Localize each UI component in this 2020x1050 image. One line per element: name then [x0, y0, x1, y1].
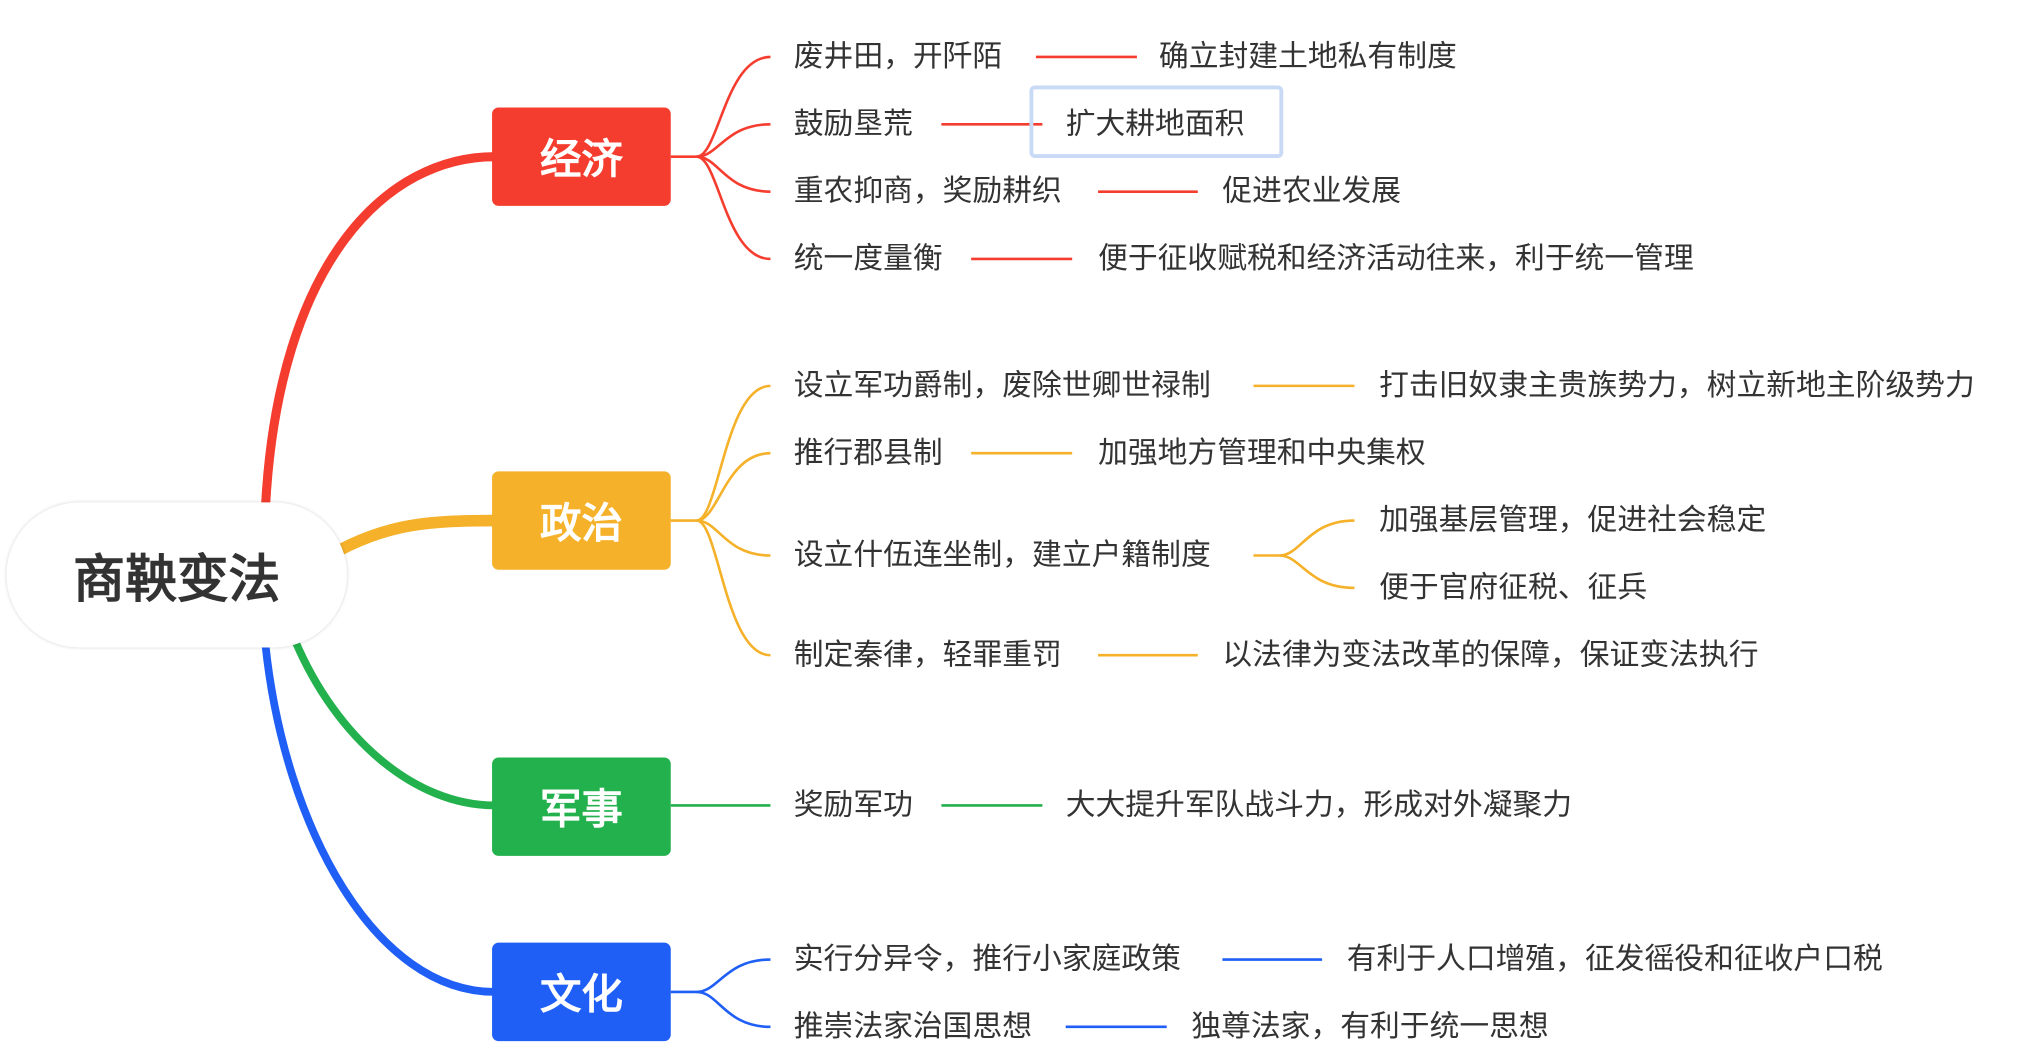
result-node[interactable]: 大大提升军队战斗力，形成对外凝聚力	[1065, 788, 1573, 823]
branch-line-military	[291, 639, 495, 810]
result-node[interactable]: 独尊法家，有利于统一思想	[1191, 1010, 1549, 1044]
branch-line-politics	[336, 514, 495, 556]
result-node[interactable]: 打击旧奴隶主贵族势力，树立新地主阶级势力	[1379, 369, 1975, 403]
branch-military[interactable]: 军事	[492, 757, 671, 856]
branch-culture[interactable]: 文化	[492, 942, 671, 1042]
topic-node[interactable]: 设立军功爵制，废除世卿世禄制	[793, 369, 1211, 403]
result-node[interactable]: 有利于人口增殖，征发徭役和征收户口税	[1346, 942, 1883, 977]
topic-node[interactable]: 设立什伍连坐制，建立户籍制度	[793, 538, 1211, 573]
branch-economy[interactable]: 经济	[492, 107, 671, 206]
topic-node[interactable]: 重农抑商，奖励耕织	[793, 174, 1062, 209]
topic-node[interactable]: 实行分异令，推行小家庭政策	[793, 942, 1181, 977]
result-node[interactable]: 以法律为变法改革的保障，保证变法执行	[1222, 638, 1759, 673]
topic-node[interactable]: 制定秦律，轻罪重罚	[793, 638, 1062, 673]
result-node[interactable]: 便于征收赋税和经济活动往来，利于统一管理	[1098, 242, 1694, 276]
topic-node[interactable]: 推行郡县制	[793, 436, 943, 471]
result-node[interactable]: 促进农业发展	[1222, 174, 1402, 209]
topic-node[interactable]: 鼓励垦荒	[793, 107, 913, 142]
branch-label: 文化	[539, 969, 623, 1020]
topic-node[interactable]: 废井田，开阡陌	[793, 40, 1003, 74]
root-node[interactable]: 商鞅变法	[6, 502, 348, 648]
selection-box	[1029, 85, 1284, 158]
branch-label: 军事	[539, 784, 623, 834]
topic-node[interactable]: 推崇法家治国思想	[793, 1010, 1033, 1044]
result-node[interactable]: 确立封建土地私有制度	[1158, 40, 1457, 74]
topic-node[interactable]: 统一度量衡	[793, 242, 943, 276]
topic-node[interactable]: 奖励军功	[793, 788, 913, 823]
branch-line-economy	[260, 152, 495, 508]
result-node[interactable]: 便于官府征税、征兵	[1379, 571, 1648, 605]
result-node-selected[interactable]: 扩大耕地面积	[1065, 107, 1245, 142]
result-node[interactable]: 加强基层管理，促进社会稳定	[1379, 503, 1767, 538]
branch-label: 经济	[539, 134, 623, 184]
branch-label: 政治	[539, 498, 623, 548]
branch-line-culture	[261, 644, 495, 996]
root-label: 商鞅变法	[73, 550, 281, 610]
branch-politics[interactable]: 政治	[492, 471, 671, 570]
result-node[interactable]: 加强地方管理和中央集权	[1098, 436, 1426, 471]
